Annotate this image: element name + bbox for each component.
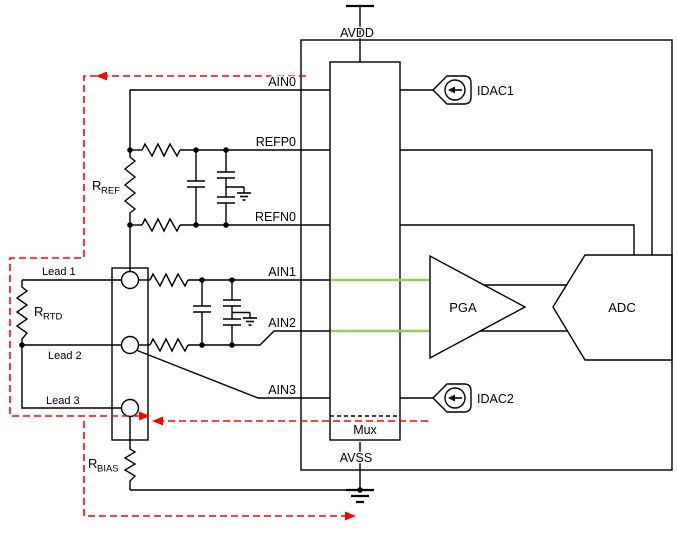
bias-network bbox=[123, 416, 363, 493]
ground-icon bbox=[237, 187, 251, 201]
flow-arrow-left-icon bbox=[96, 71, 107, 81]
pin-label-ain1: AIN1 bbox=[268, 265, 296, 279]
resistor-rbias bbox=[123, 416, 137, 490]
filter-resistor bbox=[141, 142, 181, 158]
wire bbox=[129, 89, 330, 150]
idac1-current-path bbox=[9, 75, 306, 417]
ground-icon bbox=[243, 312, 257, 326]
terminal-2 bbox=[120, 335, 140, 355]
pga-label: PGA bbox=[449, 300, 477, 315]
pin-label-ain3: AIN3 bbox=[268, 383, 296, 397]
return-current-path bbox=[83, 421, 345, 517]
rbias-label: R BIAS bbox=[87, 455, 120, 476]
junction-dot bbox=[199, 277, 205, 283]
flow-arrow-left-icon bbox=[152, 416, 163, 426]
capacitor-differential bbox=[193, 280, 211, 345]
junction-dot bbox=[229, 342, 235, 348]
labels: AVDD AVSS AIN0 REFP0 REFN0 AIN1 AIN2 AIN… bbox=[33, 25, 637, 476]
junction-dot bbox=[193, 147, 199, 153]
resistor-rref bbox=[123, 150, 137, 225]
adc-label: ADC bbox=[608, 300, 635, 315]
idac-shield bbox=[432, 75, 472, 105]
capacitor-common-mode bbox=[223, 280, 257, 345]
terminal-block bbox=[111, 267, 149, 441]
mux-box bbox=[329, 61, 401, 441]
net-ain0 bbox=[129, 89, 433, 150]
internal-reference-routing bbox=[400, 149, 653, 255]
terminal-3 bbox=[120, 398, 140, 418]
rtd-network bbox=[15, 279, 122, 409]
refp0-internal-wire bbox=[400, 149, 653, 255]
terminal-1 bbox=[120, 270, 140, 290]
avdd-supply-symbol bbox=[346, 4, 374, 62]
filter-resistor bbox=[149, 337, 189, 353]
wire bbox=[135, 349, 330, 399]
idac-current-path-overlay bbox=[9, 71, 428, 521]
mux-block bbox=[329, 61, 401, 441]
current-arrow-icon bbox=[448, 394, 455, 402]
reference-network bbox=[123, 142, 330, 272]
rrtd-label: R RTD bbox=[33, 303, 64, 324]
resistor-rtd bbox=[15, 280, 29, 345]
rbias-label-sub: BIAS bbox=[97, 464, 119, 475]
idac2-symbol bbox=[432, 383, 472, 413]
capacitor-common-mode bbox=[217, 150, 251, 225]
rbias-label-base: R bbox=[88, 456, 97, 471]
filter-resistor bbox=[149, 272, 189, 288]
flow-arrow-right-icon bbox=[139, 411, 150, 421]
pin-label-ain2: AIN2 bbox=[268, 316, 296, 330]
rref-label-sub: REF bbox=[101, 186, 120, 197]
adc-block bbox=[552, 254, 673, 361]
junction-dot bbox=[357, 487, 363, 493]
rrtd-label-sub: RTD bbox=[43, 312, 62, 323]
mux-label: Mux bbox=[353, 423, 377, 437]
rref-label: R REF bbox=[91, 177, 122, 198]
wire bbox=[188, 330, 330, 346]
idac1-label: IDAC1 bbox=[477, 84, 514, 98]
avdd-label: AVDD bbox=[340, 26, 374, 40]
idac1-symbol bbox=[432, 75, 472, 105]
refn0-internal-wire bbox=[400, 224, 635, 255]
pin-label-refp0: REFP0 bbox=[256, 135, 296, 149]
idac-shield bbox=[432, 383, 472, 413]
pin-label-refn0: REFN0 bbox=[255, 210, 296, 224]
lead1-label: Lead 1 bbox=[42, 266, 76, 278]
pin-label-ain0: AIN0 bbox=[268, 75, 296, 89]
junction-dot bbox=[229, 277, 235, 283]
junction-dot bbox=[193, 222, 199, 228]
lead3-wire bbox=[21, 345, 122, 409]
junction-dot bbox=[19, 342, 25, 348]
filter-resistor bbox=[141, 217, 181, 233]
junction-dot bbox=[223, 222, 229, 228]
avss-label: AVSS bbox=[340, 451, 372, 465]
junction-dot bbox=[223, 147, 229, 153]
junction-dot bbox=[199, 342, 205, 348]
selected-channel-overlay bbox=[331, 278, 429, 333]
junction-dot bbox=[127, 147, 133, 153]
current-arrow-icon bbox=[448, 86, 455, 94]
idac2-label: IDAC2 bbox=[477, 392, 514, 406]
pga-adc bbox=[429, 254, 673, 361]
rref-label-base: R bbox=[92, 178, 101, 193]
lead3-label: Lead 3 bbox=[46, 395, 80, 407]
input-filter-network bbox=[138, 272, 330, 353]
capacitor-differential bbox=[187, 150, 205, 225]
net-ain3 bbox=[135, 349, 433, 399]
rrtd-label-base: R bbox=[34, 304, 43, 319]
lead2-label: Lead 2 bbox=[48, 350, 82, 362]
current-path-arrows bbox=[96, 71, 356, 521]
pga-triangle bbox=[429, 254, 527, 360]
flow-arrow-right-icon bbox=[345, 511, 356, 521]
